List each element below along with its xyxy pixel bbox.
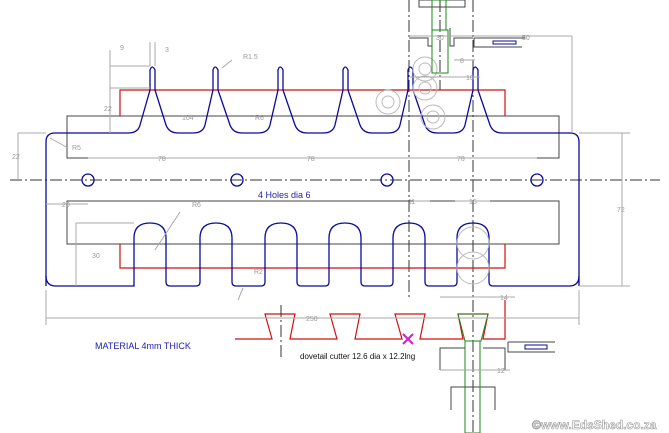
dim-16: 16 xyxy=(466,75,474,82)
dim-11: 11 xyxy=(408,199,415,206)
mounting-hole-1 xyxy=(81,173,95,187)
dim-3: 3 xyxy=(165,47,169,54)
dim-22-left: 22 xyxy=(12,154,20,161)
dim-9: 9 xyxy=(120,45,124,52)
bottom-comb-outline xyxy=(45,222,580,287)
mounting-hole-4 xyxy=(530,173,544,187)
dim-50: 50 xyxy=(522,35,530,42)
dim-15: 15 xyxy=(469,199,477,206)
bottom-fixture xyxy=(439,341,555,410)
dim-78-1: 78 xyxy=(158,156,166,163)
mounting-hole-3 xyxy=(380,173,394,187)
dim-104-angle: 104° xyxy=(182,114,197,122)
dim-r6-top: R6 xyxy=(255,115,264,122)
dovetail-profile xyxy=(235,300,506,340)
clamp-slot xyxy=(492,40,517,45)
dim-r5: R5 xyxy=(72,145,81,152)
watermark: ©www.EdsShed.co.za xyxy=(532,418,657,432)
material-note: MATERIAL 4mm THICK xyxy=(95,341,191,351)
dim-8: 8 xyxy=(460,58,464,65)
mounting-hole-2 xyxy=(230,173,244,187)
dim-30: 30 xyxy=(92,253,100,260)
bottom-plate xyxy=(66,200,560,245)
holes-note: 4 Holes dia 6 xyxy=(258,190,311,200)
dim-20: 20 xyxy=(62,202,70,209)
cutter-position-marker xyxy=(402,333,414,345)
top-router-bit xyxy=(431,0,449,74)
top-comb-outline xyxy=(45,66,580,286)
dim-30-top: 30 xyxy=(436,35,444,42)
dim-r2: R2 xyxy=(254,269,263,276)
bottom-dovetail-cutter xyxy=(457,313,489,433)
cutter-path-circles xyxy=(375,56,490,285)
dim-r1-5: R1.5 xyxy=(243,54,258,61)
dim-14: 14 xyxy=(500,295,508,302)
cutter-note: dovetail cutter 12.6 dia x 12.2lng xyxy=(300,352,415,361)
dim-r6-bottom: R6 xyxy=(192,202,201,209)
top-fixture xyxy=(409,0,525,48)
dim-250: 250 xyxy=(306,316,318,323)
dim-78-2: 78 xyxy=(307,156,315,163)
dim-12: 12 xyxy=(497,368,505,375)
dim-78-3: 78 xyxy=(457,156,465,163)
dim-72: 72 xyxy=(617,207,625,214)
dimension-lines xyxy=(17,35,630,371)
top-jig-outline xyxy=(119,89,506,116)
bottom-jig-outline xyxy=(119,244,506,269)
dim-22-top: 22 xyxy=(104,106,112,113)
